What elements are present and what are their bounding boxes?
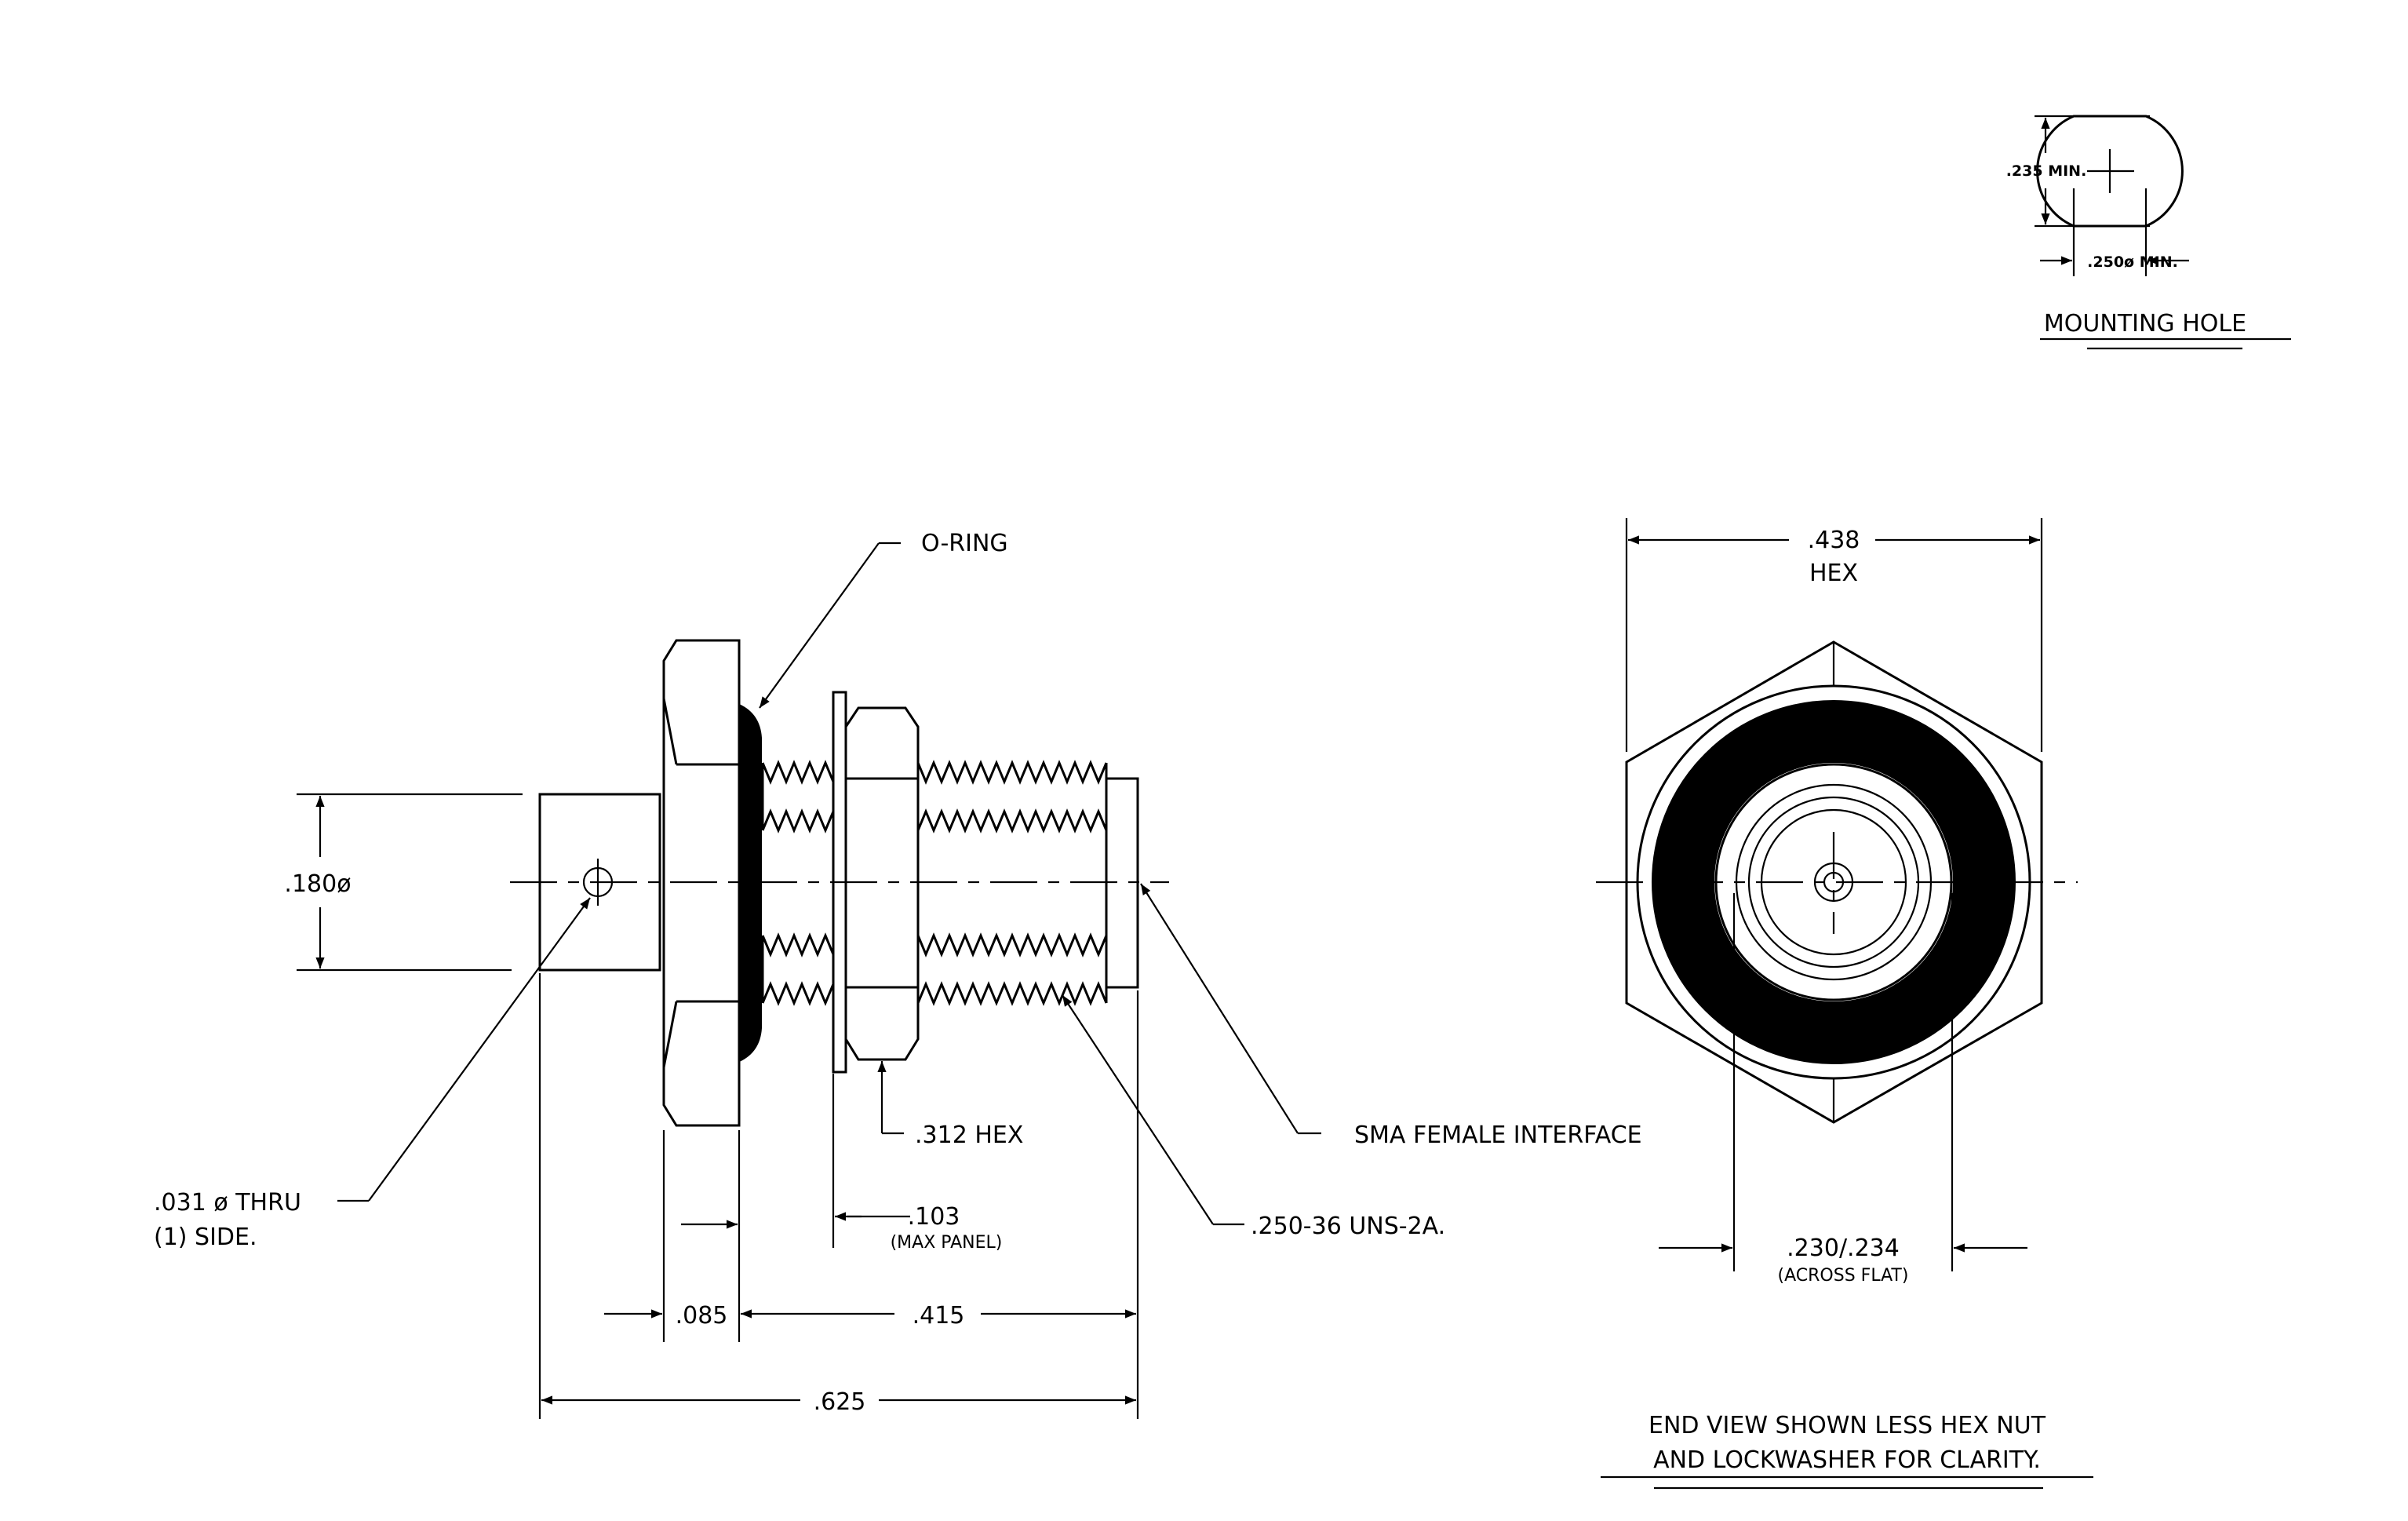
interface-label: SMA FEMALE INTERFACE	[1354, 1122, 1642, 1149]
end-view-note-line2: AND LOCKWASHER FOR CLARITY.	[1653, 1446, 2041, 1474]
dim-415-label: .415	[913, 1302, 965, 1330]
hex-438-label: .438	[1808, 527, 1860, 554]
rear-thread-lower	[761, 932, 835, 957]
panel-103-label: .103	[908, 1203, 960, 1231]
jam-nut	[844, 706, 920, 1061]
dia-180-label: .180ø	[284, 870, 351, 898]
dim-625-label: .625	[814, 1388, 866, 1416]
mounting-hole-detail: .235 MIN. .250ø MIN. MOUNTING HOLE	[2006, 115, 2291, 350]
flat-note: (ACROSS FLAT)	[1778, 1266, 1909, 1286]
hex-312-label: .312 HEX	[915, 1122, 1023, 1149]
hole-height-dim: .235 MIN.	[2006, 162, 2087, 180]
hex-438-sub: HEX	[1809, 560, 1858, 587]
hole-note-line1: .031 ø THRU	[154, 1189, 301, 1216]
hole-note-line2: (1) SIDE.	[154, 1224, 257, 1251]
end-view-note-line1: END VIEW SHOWN LESS HEX NUT	[1648, 1412, 2046, 1439]
flat-label: .230/.234	[1787, 1235, 1900, 1262]
panel-note-label: (MAX PANEL)	[891, 1233, 1003, 1253]
hole-dia-dim: .250ø MIN.	[2087, 254, 2178, 271]
front-thread-lower	[916, 932, 1108, 957]
o-ring-label: O-RING	[921, 530, 1008, 557]
dim-085-label: .085	[676, 1302, 728, 1330]
mounting-hole-title: MOUNTING HOLE	[2044, 310, 2246, 337]
end-view: .438 HEX .230/.234 (ACROSS FLAT) END VIE…	[1596, 518, 2093, 1490]
side-view: .180ø O-RING .031 ø THRU (1) SIDE. .312 …	[154, 530, 1642, 1419]
rear-thread-upper	[761, 760, 835, 785]
flange-hex	[662, 639, 741, 1127]
front-thread-upper	[916, 760, 1108, 785]
thread-label: .250-36 UNS-2A.	[1251, 1213, 1445, 1240]
